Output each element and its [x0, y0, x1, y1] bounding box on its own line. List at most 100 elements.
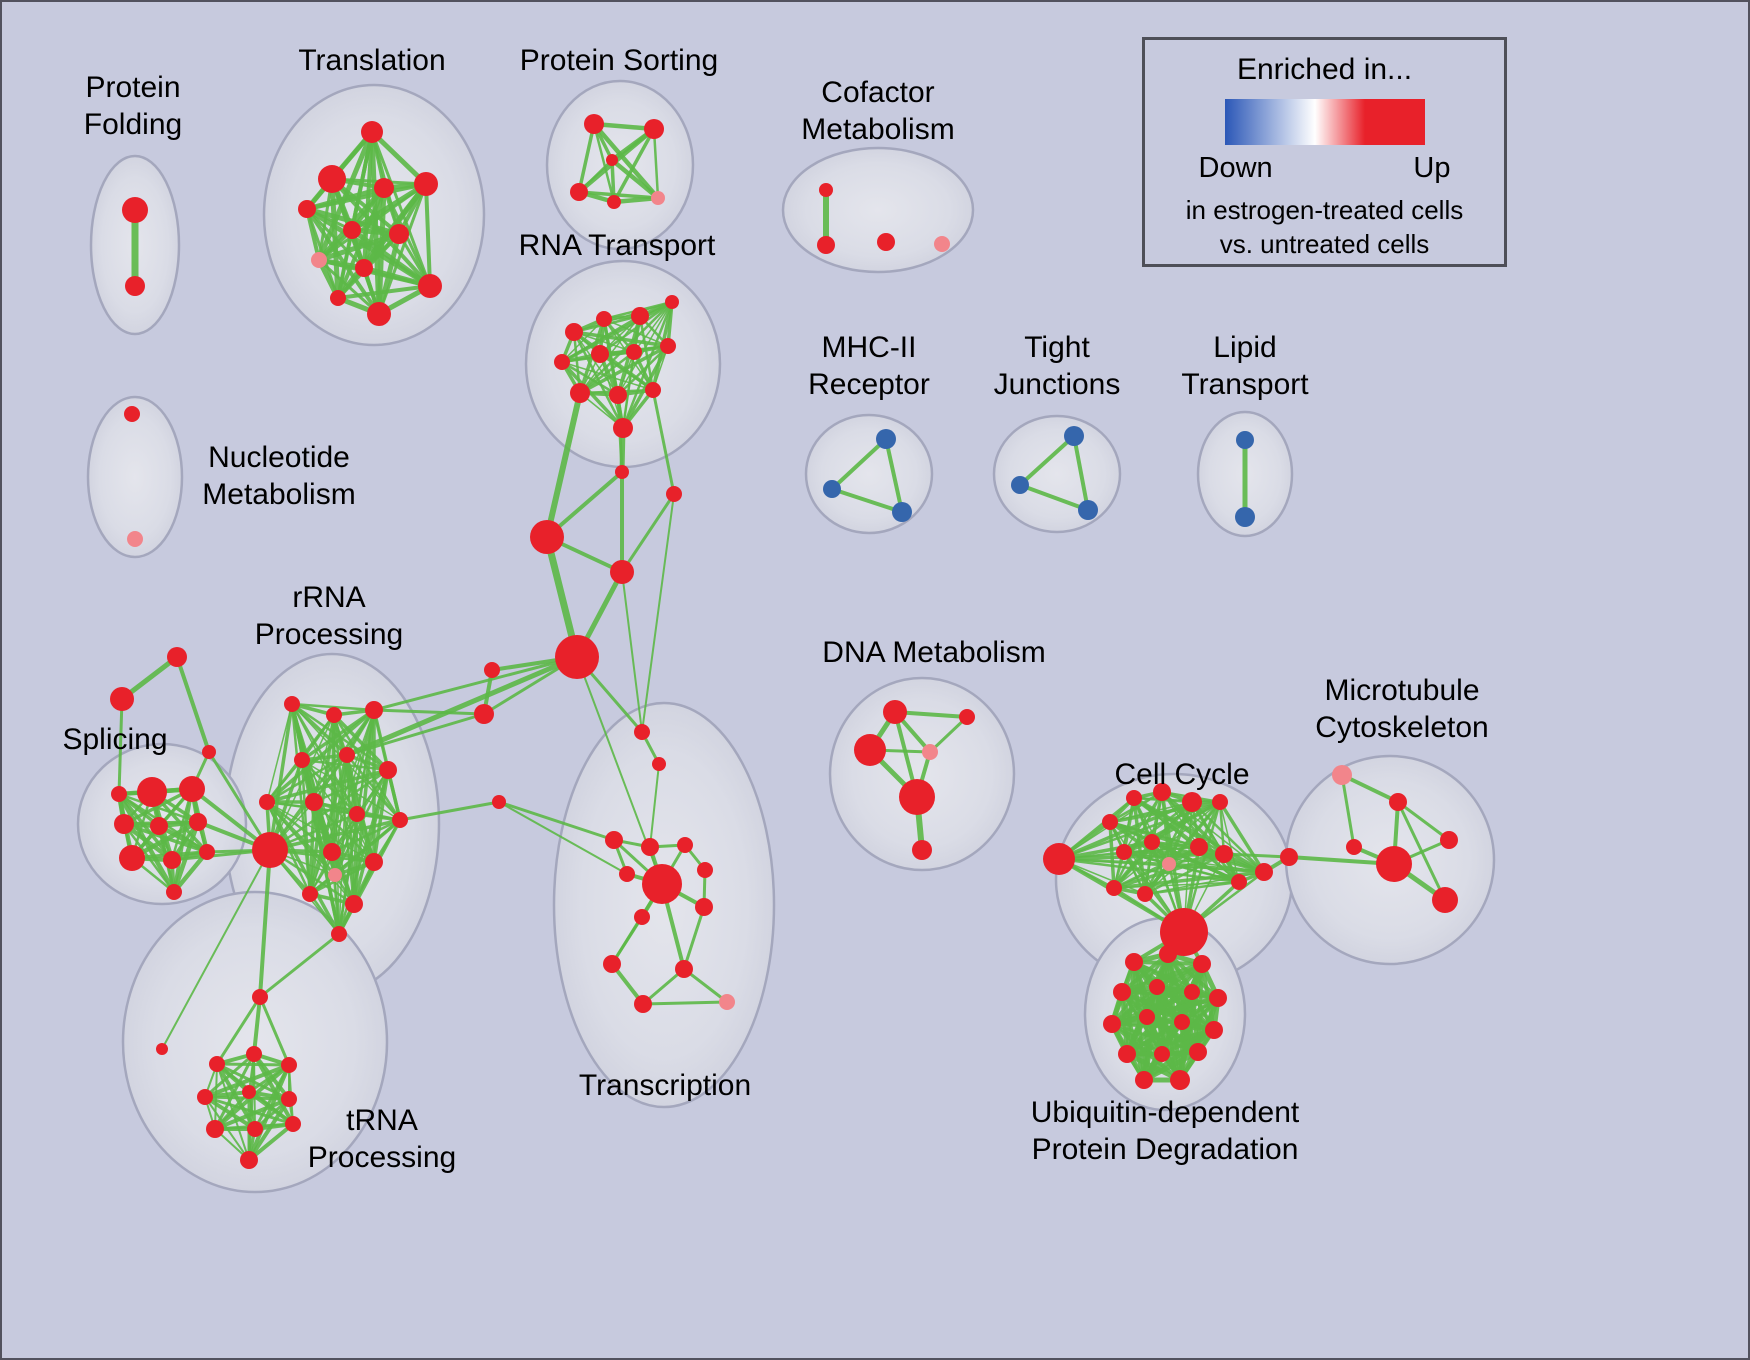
network-node [1346, 839, 1362, 855]
network-node [345, 895, 363, 913]
network-edge [370, 130, 432, 288]
network-node [484, 662, 500, 678]
network-node [1011, 476, 1029, 494]
network-edge [336, 284, 432, 300]
network-node [1205, 1021, 1223, 1039]
network-edge [265, 708, 376, 804]
network-node [281, 1057, 297, 1073]
network-node [1043, 843, 1075, 875]
network-node [642, 864, 682, 904]
cluster-ellipse-nucleotide_metabolism [86, 395, 184, 559]
legend-up-label: Up [1413, 152, 1451, 184]
network-edge [213, 1052, 256, 1131]
network-edge [682, 905, 706, 971]
network-node [596, 311, 612, 327]
network-edge [620, 492, 676, 574]
network-edge [215, 995, 262, 1066]
network-edge [893, 710, 969, 719]
network-node [252, 832, 288, 868]
network-node [876, 429, 896, 449]
network-edge [633, 301, 673, 353]
network-node [202, 745, 216, 759]
network-node [1189, 1043, 1207, 1061]
network-node [414, 172, 438, 196]
network-node [284, 696, 300, 712]
network-edge [610, 158, 616, 204]
network-node [1432, 887, 1458, 913]
network-node [1064, 426, 1084, 446]
network-edge [649, 763, 660, 848]
network-edge [258, 932, 341, 999]
network-edge [641, 1000, 729, 1006]
network-edge [268, 702, 294, 852]
network-edge [1143, 880, 1241, 896]
network-node [584, 114, 604, 134]
network-node [167, 647, 187, 667]
network-edge [598, 300, 674, 356]
network-edge [560, 300, 674, 364]
network-node [252, 989, 268, 1005]
network-edge [612, 127, 656, 204]
network-edge [830, 487, 904, 514]
network-node [1149, 979, 1165, 995]
network-node [570, 183, 588, 201]
network-edge [1144, 871, 1265, 895]
legend-down-label: Down [1198, 152, 1273, 184]
network-node [298, 200, 316, 218]
network-edge [578, 350, 636, 395]
network-node [634, 995, 652, 1013]
network-edge [592, 122, 616, 204]
network-node [615, 465, 629, 479]
network-edge [266, 759, 303, 803]
network-node [1137, 886, 1153, 902]
cluster-label-splicing: Splicing [62, 723, 167, 756]
cluster-label-rna_transport: RNA Transport [519, 229, 716, 262]
network-node [374, 178, 394, 198]
network-node [122, 197, 148, 223]
network-edge [252, 995, 262, 1056]
legend-caption-line2: vs. untreated cells [1219, 229, 1430, 259]
network-node [565, 323, 583, 341]
network-edge [175, 655, 211, 754]
network-edge [265, 753, 349, 804]
network-edge [1222, 852, 1291, 859]
network-node [246, 1046, 262, 1062]
network-node [1139, 1009, 1155, 1025]
network-edge [498, 801, 628, 875]
network-edge [372, 655, 579, 712]
network-node [1193, 955, 1211, 973]
network-edge [928, 715, 969, 754]
network-node [1154, 1046, 1170, 1062]
network-edge [1112, 840, 1154, 890]
network-edge [1145, 996, 1220, 1019]
network-node [328, 868, 342, 882]
network-node [1144, 834, 1160, 850]
network-node [379, 761, 397, 779]
network-edge [830, 437, 888, 491]
network-node [318, 165, 346, 193]
network-node [631, 307, 649, 325]
network-node [619, 866, 635, 882]
network-node [323, 843, 341, 861]
network-node [719, 994, 735, 1010]
network-edge [1340, 773, 1400, 804]
network-node [365, 701, 383, 719]
network-node [1255, 863, 1273, 881]
network-node [1440, 831, 1458, 849]
network-node [609, 386, 627, 404]
network-node [695, 898, 713, 916]
network-node [652, 757, 666, 771]
network-node [677, 837, 693, 853]
cluster-ellipse-transcription [552, 701, 776, 1109]
network-node [1103, 1015, 1121, 1033]
network-node [634, 909, 650, 925]
network-edge [258, 995, 291, 1067]
network-node [605, 831, 623, 849]
network-node [343, 221, 361, 239]
network-node [111, 786, 127, 802]
